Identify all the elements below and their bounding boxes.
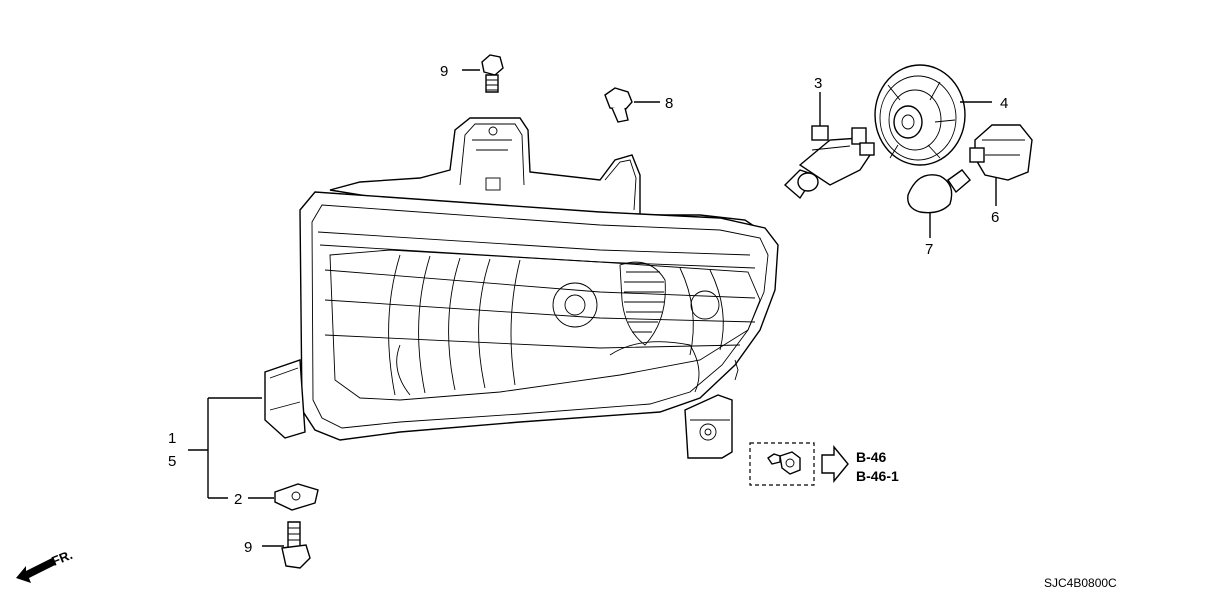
callout-9-top: 9 [440,63,448,80]
callout-4: 4 [1000,95,1008,112]
front-direction-arrow-icon [16,558,55,583]
headlight-assembly[interactable] [264,117,779,459]
callout-2: 2 [234,491,242,508]
callout-6: 6 [991,209,999,226]
clip-fastener[interactable] [604,87,633,123]
callout-8: 8 [665,95,673,112]
callout-9-bottom: 9 [244,539,252,556]
diagram-code: SJC4B0800C [1044,576,1117,590]
leader-lines [188,69,997,547]
headlight-bulb[interactable] [783,125,875,200]
callout-7: 7 [925,241,933,258]
bulb-socket[interactable] [969,124,1033,181]
reference-b46-1[interactable]: B-46-1 [856,468,899,484]
callout-1: 1 [168,430,176,447]
nut-clip[interactable] [274,483,319,511]
dust-cover[interactable] [874,64,966,166]
callout-5: 5 [168,453,176,470]
reference-arrow-icon [821,445,849,483]
bolt-top[interactable] [481,54,504,93]
bolt-bottom[interactable] [281,521,311,569]
callout-3: 3 [814,75,822,92]
front-direction-label: FR. [50,547,75,569]
reference-box[interactable] [749,442,815,486]
reference-b46[interactable]: B-46 [856,449,887,465]
marker-bulb[interactable] [907,169,971,214]
